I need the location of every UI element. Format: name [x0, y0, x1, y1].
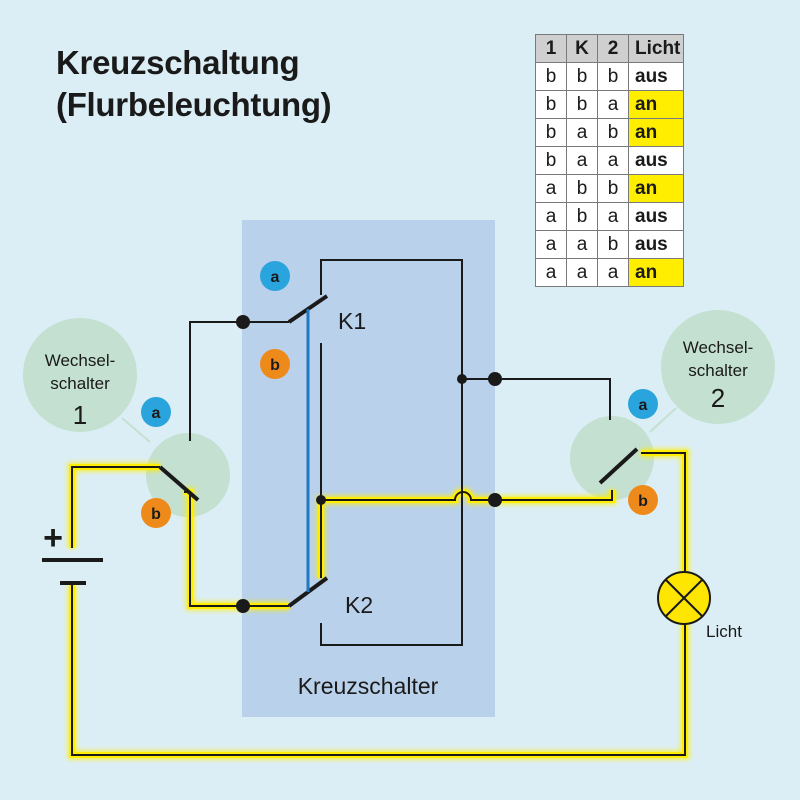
- wire-k1-a: [320, 259, 463, 646]
- truth-table-cell: b: [566, 90, 598, 119]
- badge-switch1-b: [141, 498, 171, 528]
- badge-k1-a-text: a: [271, 269, 280, 286]
- switch-1-lever: [158, 465, 200, 502]
- page-title: Kreuzschaltung (Flurbeleuchtung): [56, 42, 332, 126]
- junction-dot: [488, 372, 502, 386]
- switch-1-label: Wechsel- schalter 1: [45, 351, 116, 430]
- truth-table-cell: a: [566, 258, 598, 287]
- switch-2-circle: [570, 416, 654, 500]
- junction-dot: [457, 374, 467, 384]
- cross-switch-label: Kreuzschalter: [298, 673, 439, 699]
- battery-icon: [42, 558, 103, 585]
- switch-1-number: 1: [73, 400, 87, 430]
- switch-2-number: 2: [711, 383, 725, 413]
- lamp-label: Licht: [706, 622, 742, 641]
- truth-table-light-cell: aus: [628, 202, 684, 231]
- header-switch-2: 2: [597, 34, 629, 63]
- badge-switch1-a: [141, 397, 171, 427]
- badge-switch2-a-text: a: [639, 397, 648, 414]
- truth-table-cell: a: [535, 258, 567, 287]
- switch-1-circle: [146, 433, 230, 517]
- wire-battery-top: [71, 466, 160, 548]
- k2-label: K2: [345, 592, 373, 618]
- junction-dot: [236, 599, 250, 613]
- truth-table-cell: b: [566, 202, 598, 231]
- battery-plus-label: +: [43, 519, 63, 557]
- header-cross-switch: K: [566, 34, 598, 63]
- badge-k1-b-text: b: [270, 357, 280, 374]
- wire-switch1-a: [189, 321, 289, 441]
- k1-label: K1: [338, 308, 366, 334]
- title-line-1: Kreuzschaltung: [56, 44, 300, 81]
- junction-dot: [236, 315, 250, 329]
- switch-2-label: Wechsel- schalter 2: [683, 338, 754, 413]
- switch-2-connector: [649, 407, 677, 433]
- wire-to-switch2-a: [462, 378, 611, 420]
- contact-badges: a b a b a b: [141, 261, 658, 528]
- truth-table-cell: a: [535, 230, 567, 259]
- junctions: [236, 315, 502, 613]
- badge-k1-a: [260, 261, 290, 291]
- switch-2-label-line-2: schalter: [688, 361, 748, 380]
- wire-cross-middle: [321, 490, 613, 501]
- switch-2-label-circle: [661, 310, 775, 424]
- lamp-cross-2: [665, 579, 703, 617]
- truth-table-light-cell: an: [628, 90, 684, 119]
- badge-switch1-b-text: b: [151, 506, 161, 523]
- junction-dot: [316, 495, 326, 505]
- truth-table-cell: a: [597, 258, 629, 287]
- switch-1-label-circle: [23, 318, 137, 432]
- header-light: Licht: [628, 34, 684, 63]
- truth-table-cell: b: [535, 62, 567, 91]
- truth-table-header-row: 1 K 2 Licht: [535, 34, 684, 63]
- truth-table-cell: a: [566, 230, 598, 259]
- truth-table-cell: b: [535, 118, 567, 147]
- cross-switch-box: [242, 220, 495, 717]
- truth-table-light-cell: an: [628, 174, 684, 203]
- title-line-2: (Flurbeleuchtung): [56, 86, 332, 123]
- badge-switch1-a-text: a: [152, 405, 161, 422]
- lamp-icon: [657, 571, 711, 625]
- truth-table-cell: b: [597, 230, 629, 259]
- badge-switch2-b: [628, 485, 658, 515]
- truth-table-light-cell: aus: [628, 62, 684, 91]
- switch-2-lever: [598, 447, 639, 485]
- switch-1-label-line-1: Wechsel-: [45, 351, 116, 370]
- truth-table-cell: a: [535, 202, 567, 231]
- truth-table-light-cell: an: [628, 258, 684, 287]
- switch-1-label-line-2: schalter: [50, 374, 110, 393]
- wire-switch2-out: [71, 452, 686, 756]
- switch-1-connector: [121, 417, 151, 443]
- junction-dot: [488, 493, 502, 507]
- switch-2-label-line-1: Wechsel-: [683, 338, 754, 357]
- badge-switch2-b-text: b: [638, 493, 648, 510]
- badge-switch2-a: [628, 389, 658, 419]
- badge-k1-b: [260, 349, 290, 379]
